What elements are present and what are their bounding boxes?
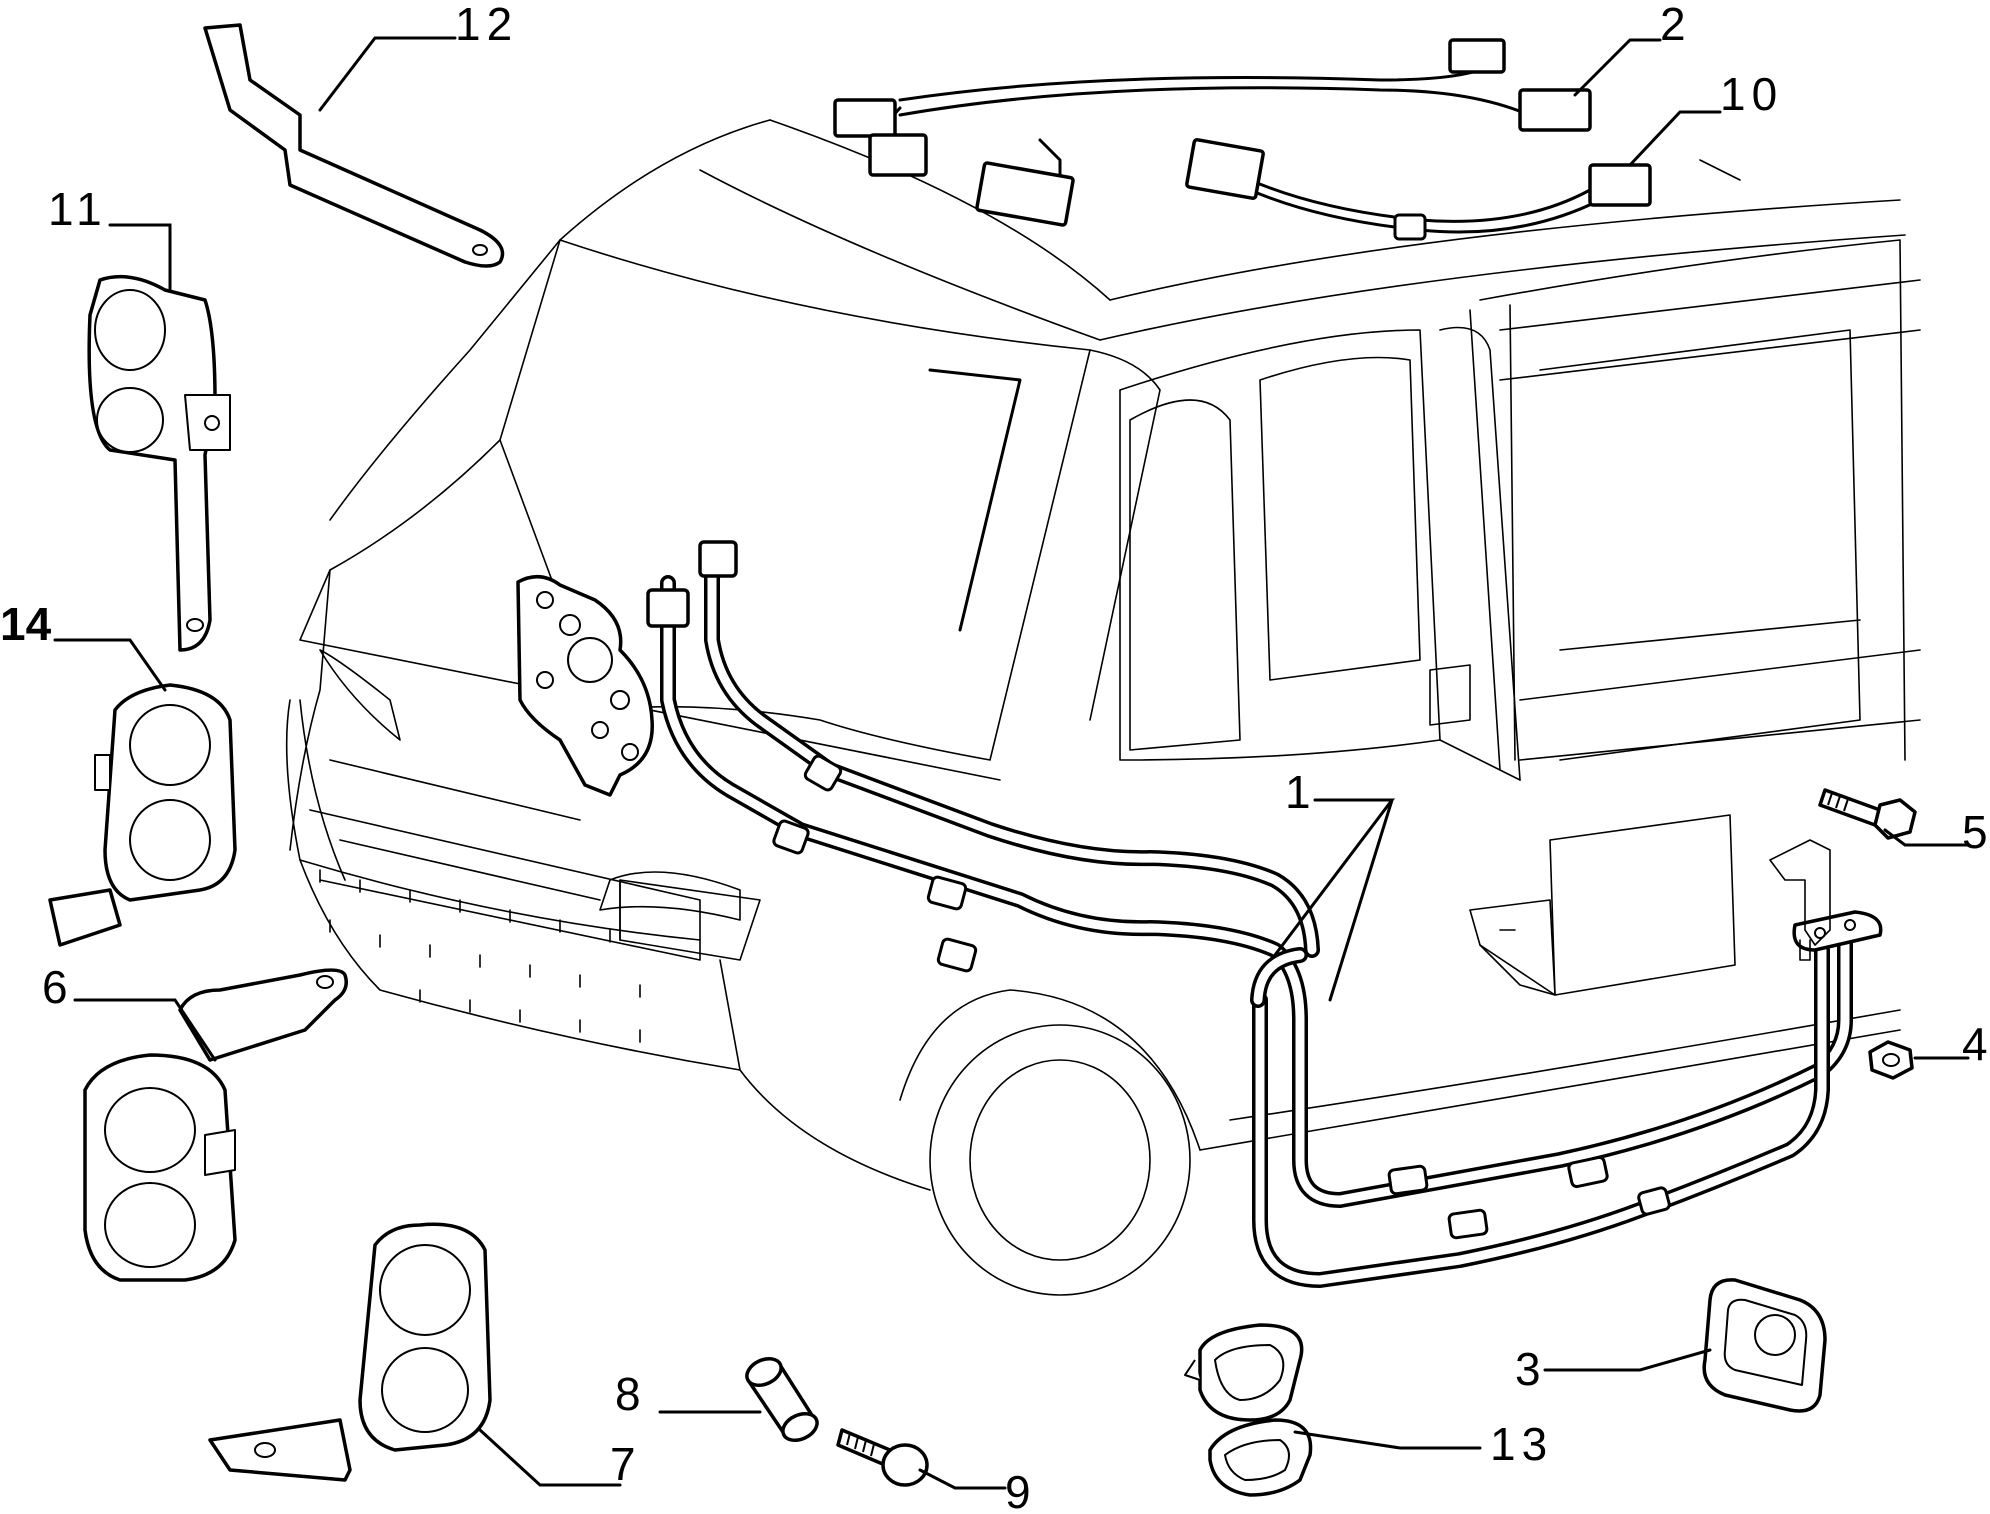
support-bracket: [1769, 839, 1831, 961]
part-7-clamp-bracket: [208, 1222, 492, 1482]
part-12-bracket: [203, 23, 505, 268]
callout-4: 4: [1962, 1018, 1990, 1070]
control-unit: [1469, 814, 1736, 996]
part-5-bolt: [1818, 788, 1917, 840]
part-11-clamp-bracket: [87, 274, 231, 652]
callout-10: 10: [1720, 68, 1783, 120]
part-1-hydraulic-pipes: [646, 540, 1883, 1288]
callout-14: 14: [0, 598, 52, 650]
part-10-wiring-harness: [1185, 138, 1652, 241]
callout-11: 11: [48, 183, 108, 235]
leader-lines: [53, 36, 1970, 1490]
part-14-clamp: [48, 683, 237, 947]
callout-3: 3: [1515, 1343, 1547, 1395]
callout-8: 8: [615, 1368, 647, 1420]
van-body-outline: [285, 119, 1921, 1296]
hood-badge-plate: [516, 575, 654, 797]
callout-12: 12: [455, 0, 518, 50]
callout-6: 6: [42, 961, 74, 1013]
part-13-double-clip: [1184, 1323, 1313, 1497]
callout-7: 7: [610, 1438, 642, 1490]
callout-9: 9: [1005, 1466, 1037, 1514]
part-2-wiring-harness: [833, 38, 1592, 227]
part-4-nut: [1868, 1040, 1914, 1080]
callout-13: 13: [1490, 1418, 1553, 1470]
callout-1: 1: [1285, 766, 1317, 818]
part-8-bushing: [745, 1356, 819, 1443]
callout-5: 5: [1962, 806, 1990, 858]
callout-2: 2: [1660, 0, 1692, 50]
part-3-grommet-plate: [1702, 1278, 1827, 1413]
part-9-bolt: [836, 1428, 929, 1487]
grille-slots: [319, 869, 641, 1043]
part-6-clamp-bracket: [83, 968, 348, 1282]
